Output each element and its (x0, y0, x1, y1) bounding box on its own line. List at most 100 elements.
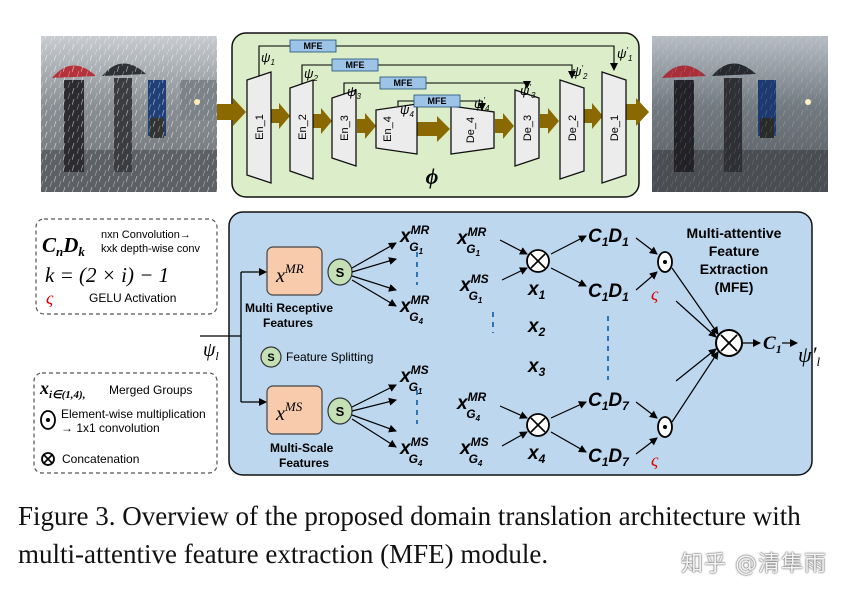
decoder-label-3: De_3 (522, 115, 534, 141)
c1d1-top: C1D1 (588, 226, 629, 249)
flow-arrows (217, 98, 649, 142)
svg-text:S: S (267, 352, 274, 364)
x2-label: x2 (527, 316, 546, 339)
phi-label: ϕ (426, 164, 439, 189)
multi-receptive-box (266, 246, 323, 296)
cndk-symbol: CnDk (42, 233, 85, 259)
mfe-box-label-3: MFE (394, 78, 413, 88)
encoder-block-3 (331, 89, 357, 167)
concat-icon (41, 452, 55, 466)
decoder-label-1: De_1 (609, 115, 621, 141)
mfe-box-3 (379, 76, 427, 90)
mfe-skip-boxes: MFE MFE MFE MFE (289, 39, 461, 108)
encoder-label-3: En_3 (339, 115, 351, 141)
encoder-label-4: En_4 (382, 116, 394, 142)
decoder-block-2 (559, 79, 585, 180)
x3-label: x3 (527, 356, 546, 379)
mfe-title-line-2: Feature (709, 243, 760, 259)
psi-label-enc-2: ψ2 (304, 66, 318, 83)
gelu-icon-bottom: ς (651, 450, 659, 470)
c1d1-bottom: C1D1 (588, 281, 629, 304)
psi-label-dec-2: ψ′2 (572, 64, 588, 81)
feature-splitting-label: Feature Splitting (286, 350, 373, 364)
c1d7-top: C1D7 (588, 390, 630, 413)
rainy-input-image (41, 36, 217, 192)
watermark: 知乎 @清隼雨 (681, 552, 827, 577)
mfe-box-label-4: MFE (428, 96, 447, 106)
legend-box-conv (35, 218, 218, 315)
encoder-label-2: En_2 (297, 114, 309, 140)
legend-1x1-conv: → 1x1 convolution (61, 421, 160, 435)
derained-output-image (652, 36, 828, 192)
architecture-diagram: En_1 En_2 En_3 En_4 De_4 De_3 De_2 De_1 … (33, 32, 828, 476)
split-legend-circle: S (260, 346, 282, 368)
x-mr-label: xMR (275, 261, 304, 287)
legend-elementwise: Element-wise multiplication (61, 407, 206, 421)
encoder-label-1: En_1 (254, 114, 266, 140)
decoder-label-2: De_2 (567, 115, 579, 141)
k-formula: k = (2 × i) − 1 (45, 263, 169, 287)
mfe-box-label-1: MFE (304, 41, 323, 51)
psi-label-dec-1: ψ′1 (617, 46, 632, 63)
multi-scale-label-2: Features (279, 456, 329, 470)
mfe-title-line-4: (MFE) (715, 279, 754, 295)
merged-symbol: xi∈(1,4), (39, 378, 85, 401)
gelu-icon-top: ς (651, 284, 659, 304)
decoder-block-3 (514, 89, 540, 167)
concat-circle-1 (526, 249, 550, 273)
legend-concat: Concatenation (62, 452, 139, 466)
legend-kxk-conv: kxk depth-wise conv (101, 243, 201, 255)
mfe-title-line-3: Extraction (700, 261, 768, 277)
x-ms-label: xMS (275, 399, 303, 425)
psi-label-enc-4: ψ4 (400, 102, 414, 119)
c1d7-bottom: C1D7 (588, 446, 630, 469)
elementwise-circle-1 (657, 251, 673, 273)
mfe-box-4 (413, 94, 461, 108)
mfe-panel (228, 211, 813, 476)
legend-gelu: GELU Activation (89, 291, 176, 305)
x1-label: x1 (527, 279, 546, 302)
psi-label-dec-3: ψ′3 (520, 83, 536, 100)
legend-box-ops (33, 372, 218, 474)
figure-caption: Figure 3. Overview of the proposed domai… (18, 501, 801, 569)
multi-scale-box (266, 385, 323, 435)
psi-label-enc-3: ψ3 (347, 84, 361, 101)
multi-scale-label-1: Multi-Scale (270, 441, 334, 455)
gelu-icon: ς (46, 288, 54, 308)
output-c1: C1 (763, 333, 782, 356)
x4-label: x4 (527, 443, 546, 466)
mfe-title-line-1: Multi-attentive (687, 225, 782, 241)
final-concat-circle (715, 329, 743, 357)
elementwise-icon (40, 410, 56, 430)
encoder-block-1 (246, 71, 272, 184)
multi-receptive-label-1: Multi Receptive (245, 301, 333, 315)
svg-text:S: S (336, 404, 345, 419)
mfe-box-2 (331, 58, 379, 72)
legend-merged: Merged Groups (109, 383, 192, 397)
split-circle-ms: S (327, 397, 353, 425)
legend-nxn-conv: nxn Convolution→ (101, 229, 191, 241)
mfe-box-label-2: MFE (346, 60, 365, 70)
multi-receptive-label-2: Features (263, 316, 313, 330)
decoder-block-1 (601, 71, 627, 184)
concat-circle-2 (526, 413, 550, 437)
svg-text:S: S (336, 265, 345, 280)
encoder-block-4 (375, 103, 418, 155)
decoder-label-4: De_4 (465, 117, 477, 143)
input-psi-l: ψl (203, 339, 219, 363)
psi-label-enc-1: ψ1 (261, 50, 275, 67)
split-circle-mr: S (327, 258, 353, 286)
encoder-block-2 (289, 79, 314, 180)
mfe-box-1 (289, 39, 337, 53)
output-psi-prime-l: ψ′l (798, 342, 820, 369)
psi-label-dec-4: ψ′4 (474, 96, 490, 113)
elementwise-circle-2 (657, 416, 673, 438)
